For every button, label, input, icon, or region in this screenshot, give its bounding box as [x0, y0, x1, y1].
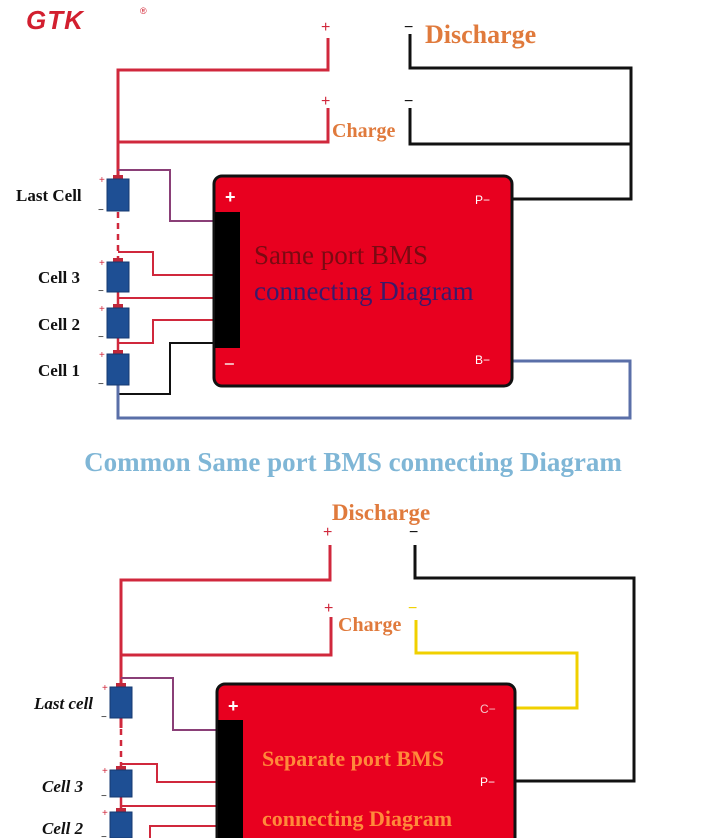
cell-positive-cap — [113, 304, 123, 309]
cell-plus-sign: + — [99, 304, 105, 315]
port-p-minus-2: P− — [480, 775, 495, 789]
same-port-diagram: + − + − Discharge Charge Last Cell+−Cell… — [16, 19, 633, 477]
battery-cell: Cell 3 + − — [42, 766, 133, 802]
cell-label: Last cell — [33, 694, 93, 713]
cell-label: Cell 3 — [38, 268, 80, 287]
charge-minus-sign-2: − — [408, 600, 417, 617]
cell-positive-cap — [113, 175, 123, 180]
wire-balance-last-cell — [118, 169, 215, 222]
battery-cell-icon — [109, 769, 133, 798]
cell-plus-sign: + — [99, 258, 105, 269]
discharge-minus-sign-2: − — [409, 524, 418, 541]
cell-label: Cell 3 — [42, 777, 84, 796]
wire-balance-last-cell-2 — [121, 677, 217, 731]
discharge-plus-sign: + — [321, 19, 330, 36]
charge-plus-sign-2: + — [324, 600, 333, 617]
cell-plus-sign: + — [102, 766, 108, 777]
battery-cell-icon — [106, 261, 130, 293]
board2-title-line2: connecting Diagram — [262, 806, 452, 831]
battery-cell: Cell 2 + − — [42, 808, 133, 838]
wire-balance-negative — [118, 342, 215, 395]
board-minus-terminal: − — [224, 354, 235, 374]
logo-text: GTK — [26, 5, 85, 35]
cell-positive-cap — [116, 766, 126, 771]
separate-port-bms-board: + C− P− Separate port BMS connecting Dia… — [215, 682, 517, 838]
wire-charge-positive — [118, 108, 330, 144]
cell-minus-sign: − — [101, 832, 107, 838]
cell-label: Cell 2 — [38, 315, 80, 334]
cell-label: Last Cell — [16, 186, 82, 205]
discharge-label-2: Discharge — [332, 500, 430, 525]
port-c-minus: C− — [480, 702, 496, 716]
battery-cell: Last cell + − — [33, 683, 133, 723]
cell-minus-sign: − — [101, 712, 107, 723]
board2-title-line1: Separate port BMS — [262, 746, 444, 771]
cell-positive-cap — [113, 350, 123, 355]
board-title-line2: connecting Diagram — [254, 276, 474, 306]
cell-minus-sign: − — [101, 791, 107, 802]
wire-balance-cell3 — [118, 251, 215, 276]
wire-charge-negative — [408, 108, 631, 146]
discharge-plus-sign-2: + — [323, 524, 332, 541]
charge-label-2: Charge — [338, 614, 401, 636]
wire-charge-positive-2 — [121, 617, 333, 657]
cell-positive-cap — [116, 683, 126, 688]
wire-discharge-positive — [116, 38, 330, 176]
cell-plus-sign: + — [102, 808, 108, 819]
battery-cell: Cell 1 + − — [38, 350, 130, 390]
cell-label: Cell 1 — [38, 361, 80, 380]
battery-cell: Last Cell + − — [16, 175, 130, 216]
board-title-line1: Same port BMS — [254, 240, 428, 270]
discharge-label: Discharge — [425, 20, 536, 49]
wire-c-minus — [414, 620, 579, 710]
cell-minus-sign: − — [98, 205, 104, 216]
cell-minus-sign: − — [98, 332, 104, 343]
board-plus-terminal-2: + — [228, 696, 239, 716]
charge-plus-sign: + — [321, 93, 330, 110]
wire-balance-cell1 — [118, 319, 215, 344]
battery-cell-icon — [106, 353, 130, 386]
battery-cell: Cell 2 + − — [38, 304, 130, 343]
logo-registered-mark: ® — [140, 6, 147, 16]
battery-cell-icon — [109, 811, 133, 838]
cell-minus-sign: − — [98, 379, 104, 390]
port-b-minus: B− — [475, 353, 490, 367]
balance-connector — [215, 212, 240, 348]
board-plus-terminal: + — [225, 187, 236, 207]
battery-cell-icon — [109, 686, 133, 719]
cell-positive-cap — [116, 808, 126, 813]
wire-discharge-negative-2 — [413, 545, 636, 783]
discharge-minus-sign: − — [404, 19, 413, 36]
cell-label: Cell 2 — [42, 819, 84, 838]
separate-port-diagram: Discharge + − + − Charge Last cell+−Cell… — [33, 500, 636, 838]
cell-plus-sign: + — [99, 350, 105, 361]
wire-b-minus — [116, 359, 632, 420]
battery-cell-icon — [106, 178, 130, 212]
cell-plus-sign: + — [102, 683, 108, 694]
same-port-bms-board: + − P− B− Same port BMS connecting Diagr… — [212, 174, 514, 388]
gtk-logo: GTK ® — [26, 5, 147, 35]
charge-minus-sign: − — [404, 93, 413, 110]
charge-label: Charge — [332, 120, 395, 142]
diagram1-caption: Common Same port BMS connecting Diagram — [84, 447, 622, 477]
battery-cell: Cell 3 + − — [38, 258, 130, 297]
cell-minus-sign: − — [98, 286, 104, 297]
port-p-minus: P− — [475, 193, 490, 207]
cell-plus-sign: + — [99, 175, 105, 186]
wire-discharge-negative — [408, 34, 633, 201]
balance-connector-2 — [218, 720, 243, 838]
wire-balance-cell1-2 — [149, 825, 217, 838]
cell-positive-cap — [113, 258, 123, 263]
wire-balance-cell3-2 — [121, 763, 217, 783]
battery-cell-icon — [106, 307, 130, 339]
